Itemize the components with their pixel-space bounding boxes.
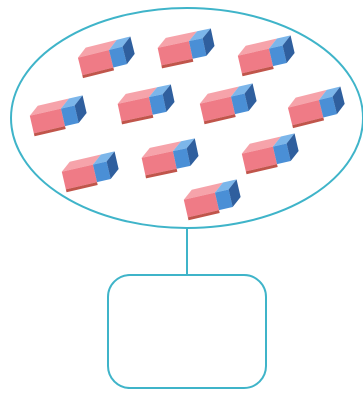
eraser-icon: [286, 86, 347, 128]
eraser-icon: [60, 151, 121, 192]
eraser-icon: [116, 84, 177, 124]
eraser-icon: [140, 138, 201, 178]
eraser-icon: [156, 28, 217, 68]
eraser-icon: [28, 95, 89, 136]
eraser-icon: [236, 35, 297, 76]
erasers-group: [28, 28, 347, 220]
answer-box[interactable]: [108, 275, 266, 388]
eraser-icon: [240, 133, 301, 174]
eraser-icon: [76, 36, 137, 78]
eraser-icon: [182, 179, 243, 220]
eraser-icon: [198, 83, 259, 124]
